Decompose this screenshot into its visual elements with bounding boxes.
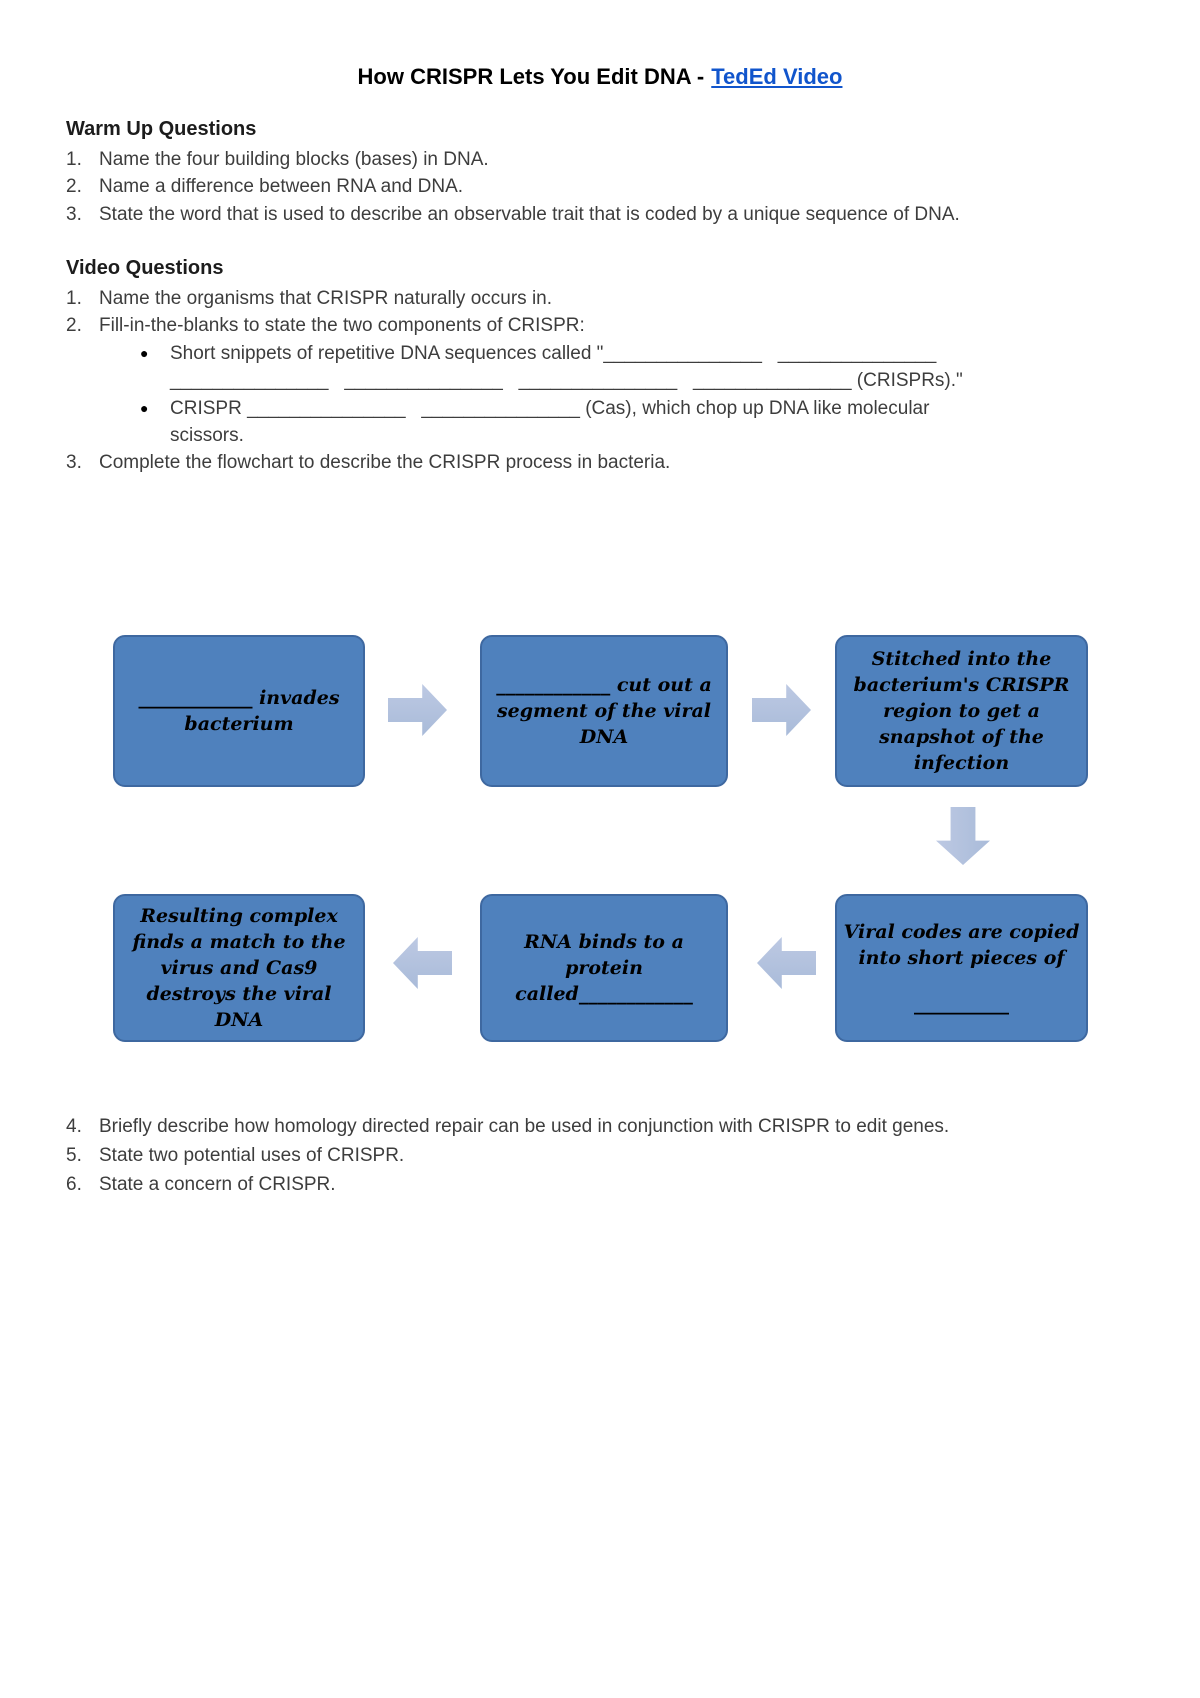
flowchart-box-cut-out-segment: ____________ cut out a segment of the vi… [480,635,728,787]
video-question-3: 3. Complete the flowchart to describe th… [66,449,1145,476]
bullet-icon: ● [140,399,149,416]
bullet-text-line: Short snippets of repetitive DNA sequenc… [170,342,937,364]
flowchart-box-line: DNA [579,726,629,748]
arrow-right-icon [752,684,811,736]
question-text: Briefly describe how homology directed r… [99,1116,950,1137]
flowchart-box-line: Stitched into the [871,648,1052,670]
question-text: Name a difference between RNA and DNA. [99,176,464,198]
question-number: 2. [66,315,82,337]
video-questions-section: Video Questions 1. Name the organisms th… [66,257,1145,477]
video-question-1: 1. Name the organisms that CRISPR natura… [66,285,1145,312]
question-5: 5. State two potential uses of CRISPR. [66,1141,1145,1170]
flowchart-box-line: bacterium's CRISPR [853,674,1070,696]
question-number: 6. [66,1174,82,1195]
flowchart-box-line: finds a match to the [132,931,346,953]
flowchart-box-line: Resulting complex [140,905,338,927]
warmup-question-3: 3. State the word that is used to descri… [66,201,1145,228]
question-text: Complete the flowchart to describe the C… [99,452,671,474]
warm-up-heading: Warm Up Questions [66,118,257,140]
question-text: Fill-in-the-blanks to state the two comp… [99,315,585,337]
question-text: State the word that is used to describe … [99,203,960,225]
document-title: How CRISPR Lets You Edit DNA -TedEd Vide… [0,64,1200,90]
bullet-text-line: CRISPR _______________ _______________ (… [170,397,930,419]
flowchart-box-virus-invades: ____________ invades bacterium [113,635,365,787]
flowchart-box-line: bacterium [184,713,294,735]
question-number: 5. [66,1145,82,1166]
flowchart-box-line: snapshot of the [879,726,1044,748]
flowchart-box-line: ____________ invades [138,687,340,709]
arrow-right-icon [388,684,447,736]
flowchart-box-rna-binds-protein: RNA binds to a protein called___________… [480,894,728,1042]
question-text: State a concern of CRISPR. [99,1174,336,1195]
arrow-down-icon [936,807,990,865]
warmup-question-2: 2. Name a difference between RNA and DNA… [66,173,1145,200]
flowchart-box-resulting-complex: Resulting complex finds a match to the v… [113,894,365,1042]
warm-up-section: Warm Up Questions 1. Name the four build… [66,118,1145,228]
question-text: State two potential uses of CRISPR. [99,1145,405,1166]
flowchart-box-line: __________ [914,993,1009,1015]
flowchart-box-line: into short pieces of [858,947,1065,969]
bullet-item-crispr-sequences: ● Short snippets of repetitive DNA seque… [66,340,1145,367]
flowchart-box-line: virus and Cas9 [160,957,318,979]
flowchart-box-line: segment of the viral [496,700,712,722]
flowchart-box-line: called____________ [515,983,693,1005]
bullet-continuation-line: _______________ _______________ ________… [170,370,963,392]
question-text: Name the organisms that CRISPR naturally… [99,288,553,309]
bullet-continuation-line: scissors. [170,425,244,447]
flowchart-box-line: Viral codes are copied [843,921,1080,943]
video-question-2: 2. Fill-in-the-blanks to state the two c… [66,312,1145,339]
arrow-left-icon [393,937,452,989]
warmup-question-1: 1. Name the four building blocks (bases)… [66,146,1145,173]
teded-video-link[interactable]: TedEd Video [711,64,843,89]
flowchart-box-line: infection [913,752,1010,774]
question-number: 4. [66,1116,82,1137]
flowchart-box-line: destroys the viral DNA [146,983,332,1031]
arrow-left-icon [757,937,816,989]
flowchart-box-line: region to get a [883,700,1040,722]
question-number: 3. [66,203,82,225]
question-number: 1. [66,288,82,309]
question-text: Name the four building blocks (bases) in… [99,149,489,170]
question-number: 1. [66,149,82,170]
flowchart-box-stitched-into-crispr: Stitched into the bacterium's CRISPR reg… [835,635,1088,787]
flowchart-box-line: RNA binds to a protein [524,931,684,979]
bullet-icon: ● [140,344,149,361]
video-questions-heading: Video Questions [66,257,224,279]
title-text: How CRISPR Lets You Edit DNA - [357,64,705,89]
bullet-item-crispr-cas: ● CRISPR _______________ _______________… [66,395,1145,422]
question-4: 4. Briefly describe how homology directe… [66,1112,1145,1141]
post-video-questions-section: 4. Briefly describe how homology directe… [66,1112,1145,1199]
flowchart-box-line: ____________ cut out a [496,674,712,696]
flowchart-box-viral-codes-copied: Viral codes are copied into short pieces… [835,894,1088,1042]
question-number: 3. [66,452,82,474]
question-6: 6. State a concern of CRISPR. [66,1170,1145,1199]
question-number: 2. [66,176,82,198]
